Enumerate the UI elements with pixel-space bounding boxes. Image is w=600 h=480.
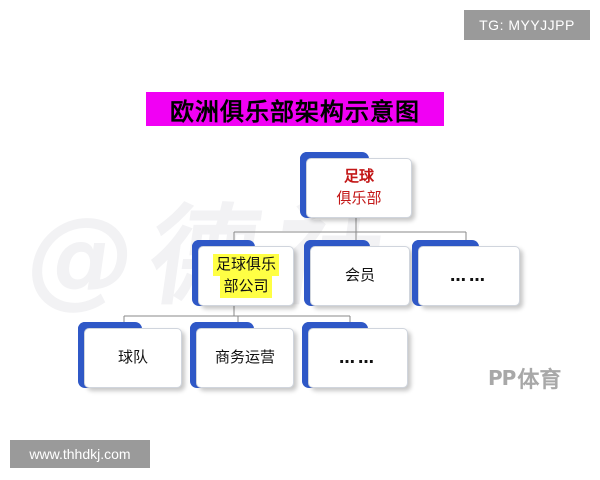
node-club-company: 足球俱乐 部公司	[192, 240, 294, 306]
node-business-ops-label: 商务运营	[214, 348, 275, 367]
node-club-company-line1: 足球俱乐	[212, 254, 279, 276]
pp-logo-text: 体育	[517, 368, 562, 393]
url-badge: www.thhdkj.com	[10, 440, 150, 468]
node-football-club-line1: 足球	[343, 167, 374, 186]
node-members-label: 会员	[344, 266, 375, 285]
node-level1-more-label: ……	[450, 266, 488, 286]
pp-logo-mark: PP	[488, 366, 516, 390]
diagram-title: 欧洲俱乐部架构示意图	[146, 92, 444, 126]
node-level2-more-label: ……	[339, 348, 377, 368]
pp-sports-logo: PP 体育	[488, 362, 561, 394]
node-level2-more: ……	[302, 322, 408, 388]
node-members: 会员	[304, 240, 410, 306]
node-team: 球队	[78, 322, 182, 388]
node-football-club-line2: 俱乐部	[336, 189, 382, 207]
node-team-label: 球队	[117, 348, 148, 367]
node-business-ops: 商务运营	[190, 322, 294, 388]
node-football-club: 足球 俱乐部	[300, 152, 412, 218]
node-club-company-line2: 部公司	[220, 276, 272, 298]
tg-badge: TG: MYYJJPP	[464, 10, 590, 40]
node-level1-more: ……	[412, 240, 520, 306]
